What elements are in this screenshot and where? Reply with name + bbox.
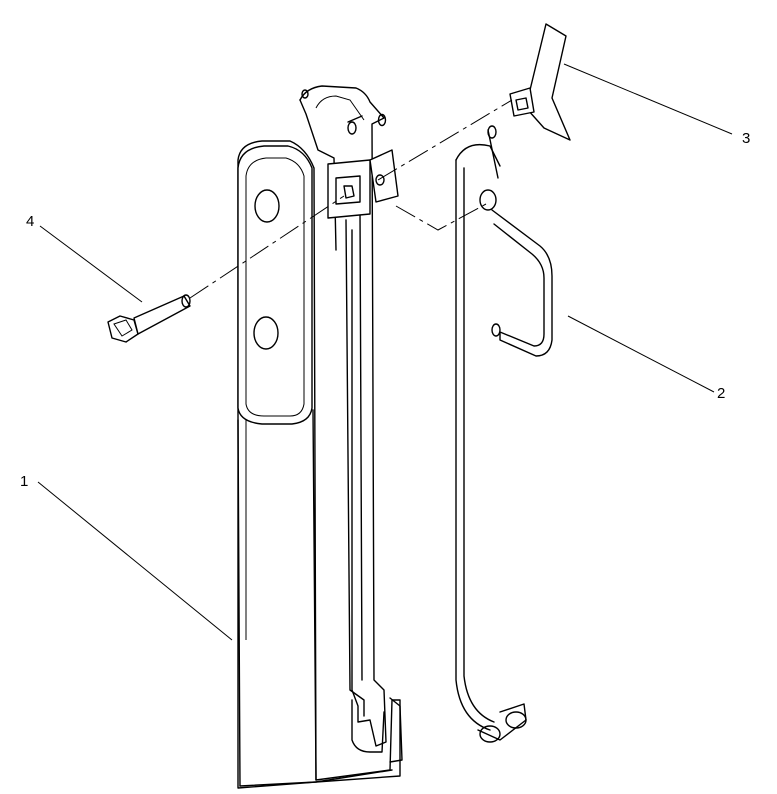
leader-line-4 xyxy=(39,225,143,303)
callout-1: 1 xyxy=(20,473,28,490)
leader-lines xyxy=(37,63,733,641)
leader-line-3 xyxy=(563,63,733,135)
square-nut-block xyxy=(327,159,371,219)
part-3-bent-clip xyxy=(509,23,571,141)
leader-line-1 xyxy=(37,481,233,641)
callout-2: 2 xyxy=(717,385,725,402)
leader-line-2 xyxy=(567,315,715,393)
callout-3: 3 xyxy=(742,130,750,147)
assembly-centerlines xyxy=(189,99,513,299)
callout-4: 4 xyxy=(26,213,34,230)
part-4-hex-bolt xyxy=(107,294,191,343)
part-2-latch-rod xyxy=(455,125,553,743)
part-1-bracket-arm xyxy=(237,85,403,789)
